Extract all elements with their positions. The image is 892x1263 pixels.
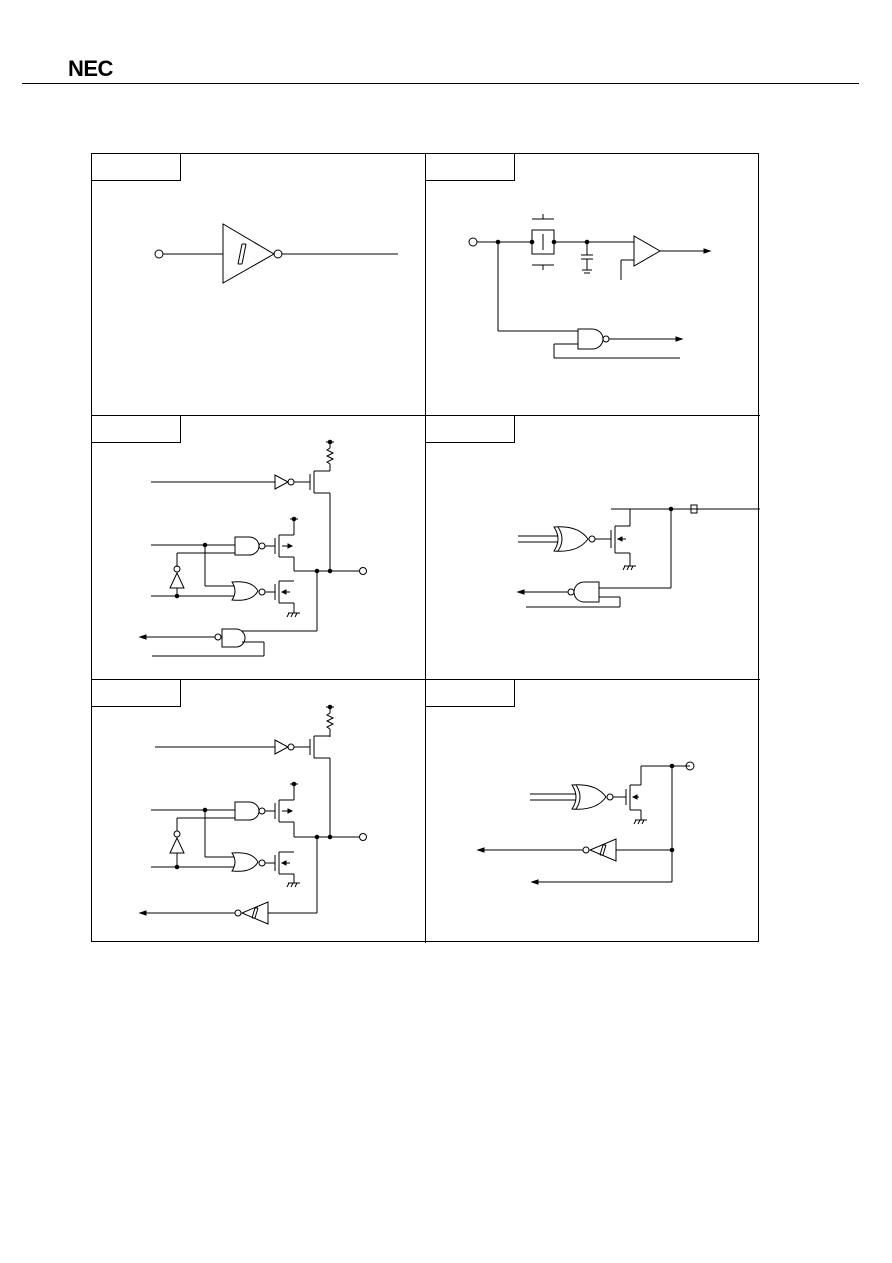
panel-2-tab bbox=[426, 154, 515, 181]
nand-gate-icon bbox=[573, 581, 600, 603]
nand-gate-icon bbox=[577, 328, 604, 350]
header-rule bbox=[22, 83, 859, 84]
schmitt-trigger-icon bbox=[251, 907, 259, 919]
panel-2 bbox=[426, 154, 760, 416]
schmitt-buffer-icon bbox=[222, 223, 275, 284]
io-pin-icon bbox=[359, 833, 367, 841]
inverter-bubble-icon bbox=[173, 830, 181, 838]
nand-gate-icon bbox=[234, 801, 260, 821]
open-drain-schmitt-io-circuit bbox=[476, 761, 695, 885]
inverter-bubble-icon bbox=[602, 335, 610, 343]
input-pin-icon bbox=[154, 249, 164, 259]
panel-6-tab bbox=[426, 680, 515, 707]
inverter-bubble-icon bbox=[273, 249, 283, 259]
panel-4 bbox=[426, 416, 760, 680]
nand-gate-icon bbox=[234, 536, 260, 556]
schmitt-buffer-icon bbox=[588, 838, 617, 862]
push-pull-io-circuit bbox=[138, 439, 367, 657]
panel-5 bbox=[92, 680, 426, 943]
panel-5-tab bbox=[92, 680, 181, 707]
panel-3 bbox=[92, 416, 426, 680]
schmitt-trigger-icon bbox=[237, 243, 247, 265]
buffer-icon bbox=[633, 235, 662, 267]
nand-gate-icon bbox=[221, 628, 246, 648]
push-pull-schmitt-io-circuit bbox=[138, 704, 367, 925]
io-pin-icon bbox=[690, 504, 698, 514]
panel-6 bbox=[426, 680, 760, 943]
nec-logo: NEC bbox=[68, 56, 113, 81]
panel-1 bbox=[92, 154, 426, 416]
nor-gate-icon bbox=[231, 852, 259, 872]
schmitt-input-circuit bbox=[154, 223, 398, 284]
page-header: NEC bbox=[0, 0, 892, 90]
nor-gate-icon bbox=[571, 784, 607, 810]
pullup-resistor-icon bbox=[325, 447, 335, 465]
input-pin-icon bbox=[468, 237, 478, 247]
schmitt-buffer-icon bbox=[240, 901, 269, 925]
io-circuit-grid bbox=[91, 153, 760, 943]
io-pin-icon bbox=[685, 761, 695, 771]
open-drain-io-circuit bbox=[516, 504, 760, 608]
nor-gate-icon bbox=[553, 526, 589, 552]
inverter-icon bbox=[169, 571, 185, 589]
panel-1-tab bbox=[92, 154, 181, 181]
inverter-icon bbox=[169, 836, 185, 854]
panel-3-tab bbox=[92, 416, 181, 443]
io-pin-icon bbox=[359, 567, 367, 575]
buffer-icon bbox=[274, 474, 290, 490]
schmitt-trigger-icon bbox=[599, 844, 607, 856]
nor-gate-icon bbox=[231, 581, 259, 601]
buffer-icon bbox=[274, 739, 290, 755]
panel-4-tab bbox=[426, 416, 515, 443]
oscillator-circuit bbox=[468, 214, 712, 359]
pullup-resistor-icon bbox=[325, 712, 335, 730]
